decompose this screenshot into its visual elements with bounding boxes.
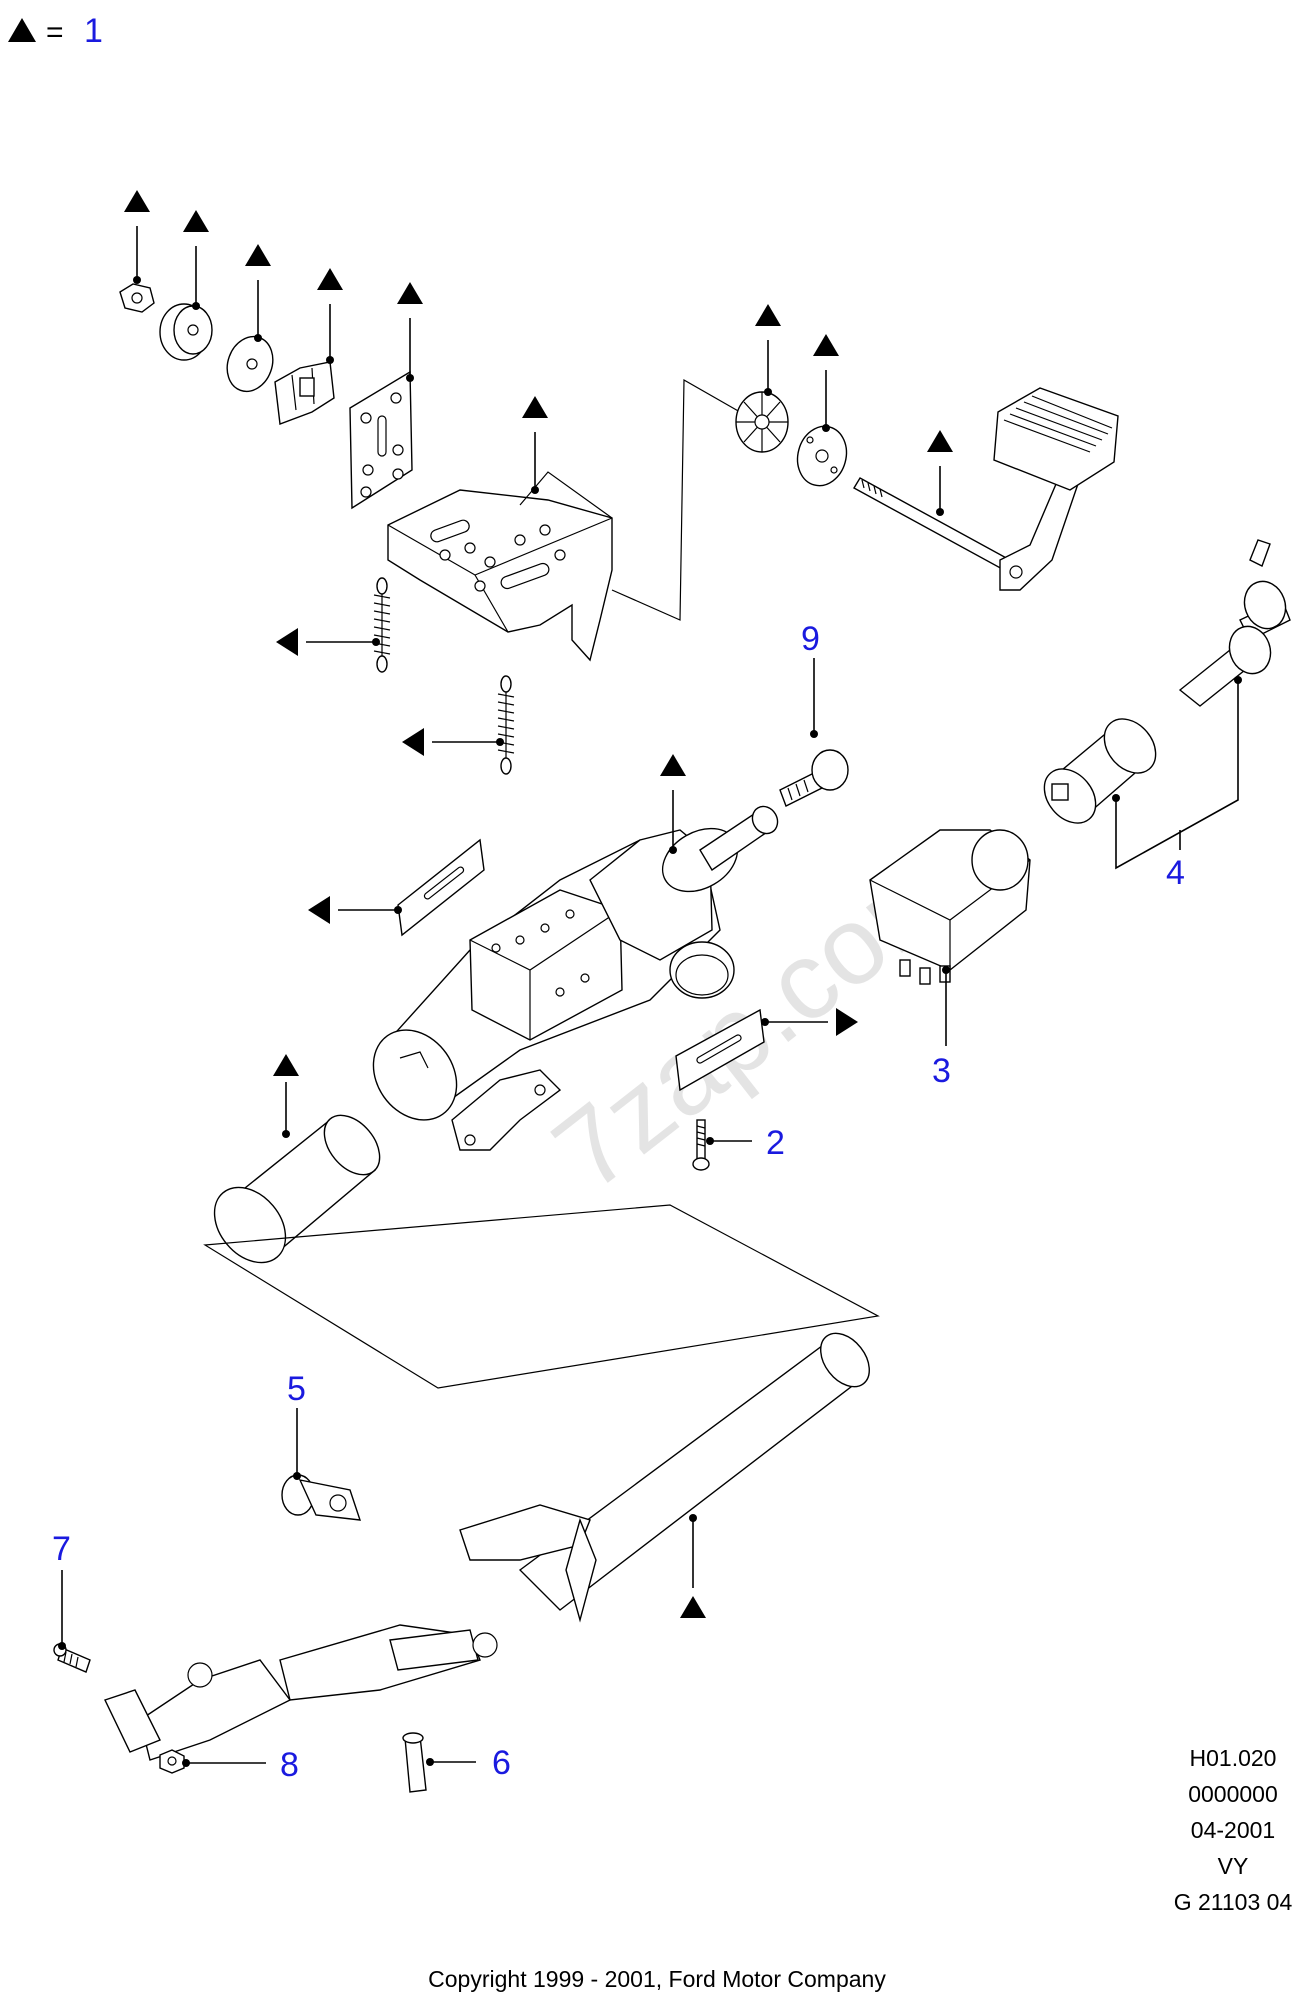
identification-label-lower — [675, 1008, 765, 1092]
callout-9: 9 — [801, 620, 820, 658]
triangle-icon — [8, 18, 36, 42]
lock-cylinder-4 — [1043, 718, 1157, 824]
pedal-bushing-disc — [796, 425, 848, 487]
legend-markers — [124, 190, 953, 1618]
brake-pedal — [993, 387, 1119, 591]
clip — [274, 361, 335, 425]
lower-shaft-tube — [518, 1332, 870, 1611]
bolt-6 — [402, 1732, 427, 1793]
screw-2 — [692, 1119, 710, 1171]
callout-2: 2 — [766, 1124, 785, 1162]
key-set — [1178, 539, 1291, 707]
code-line: H01.020 — [1189, 1745, 1277, 1771]
return-spring-lower — [497, 675, 515, 775]
return-spring-upper — [373, 577, 391, 673]
nut — [119, 283, 155, 313]
brake-pedal-bracket-group — [119, 283, 1119, 775]
identification-label-upper — [397, 838, 485, 937]
column-shroud-tube — [213, 1114, 381, 1264]
bolt-9 — [779, 749, 849, 807]
copyright: Copyright 1999 - 2001, Ford Motor Compan… — [428, 1966, 886, 1992]
assembly-outline — [203, 1204, 880, 1389]
intermediate-shaft — [104, 1624, 498, 1761]
ignition-switch-3 — [869, 829, 1031, 985]
callout-3: 3 — [932, 1052, 951, 1090]
callout-leaders — [58, 658, 1242, 1767]
callout-7: 7 — [52, 1530, 71, 1568]
mounting-plate — [349, 370, 413, 510]
legend-number: 1 — [84, 12, 103, 50]
nut-8 — [159, 1749, 185, 1774]
code-line: G 21103 04 — [1173, 1889, 1293, 1915]
callout-6: 6 — [492, 1744, 511, 1782]
bushing — [159, 303, 213, 361]
washer — [226, 335, 274, 393]
code-line: 0000000 — [1188, 1781, 1278, 1807]
callout-8: 8 — [280, 1746, 299, 1784]
legend: = 1 — [8, 12, 103, 50]
legend-equals: = — [46, 16, 64, 49]
code-line: VY — [1217, 1853, 1249, 1879]
callout-5: 5 — [287, 1370, 306, 1408]
steering-column-assembly — [372, 805, 779, 1151]
clamp-5 — [281, 1474, 362, 1521]
shaft-bracket-clip — [459, 1504, 597, 1623]
diagram-codes: H01.020 0000000 04-2001 VY G 21103 04 — [1158, 1740, 1308, 1920]
pedal-shaft — [853, 477, 1011, 571]
callout-4: 4 — [1166, 854, 1185, 892]
pedal-bracket — [387, 471, 613, 662]
star-bushing — [735, 391, 789, 453]
code-line: 04-2001 — [1190, 1817, 1276, 1843]
